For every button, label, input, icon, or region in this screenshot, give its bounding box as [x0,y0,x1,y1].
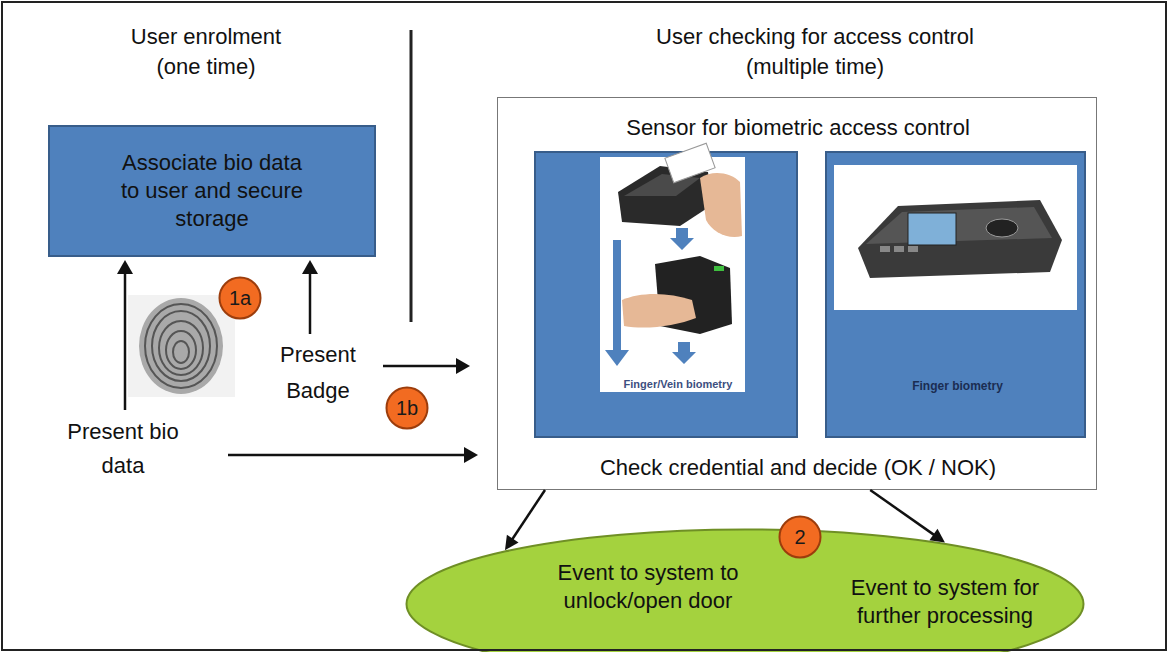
finger-reader-picture [834,165,1077,310]
text-holder: 1b [385,386,429,430]
text-holder: 2 [778,515,822,559]
free-label: User enrolment (one time) [116,22,296,82]
text-holder: Present bio data [53,415,193,483]
callout-circle: 1a [218,276,262,320]
free-label: User checking for access control (multip… [625,22,1005,82]
callout-circle: 1b [385,386,429,430]
node-text: Check credential and decide (OK / NOK) [498,454,1098,482]
fingerprint-image [128,295,235,397]
flow-arrow [505,490,545,550]
section-separator [410,30,413,322]
callout-disc [220,278,261,319]
arrow-line [512,490,545,540]
text-holder: Finger biometry [827,379,1088,394]
callout-number: 2 [794,526,805,548]
node-text: Finger biometry [827,379,1088,394]
flow-arrow [870,490,945,543]
free-label: Present Badge [263,337,373,409]
callout-disc [387,388,428,429]
text-holder: Event to system for further processing [830,574,1060,630]
process-box: Associate bio data to user and secure st… [48,125,376,257]
event-ellipse-fill [407,530,1084,652]
callout-circle: 2 [778,515,822,559]
node-text: Sensor for biometric access control [498,114,1098,142]
text-holder: Sensor for biometric access control [498,114,1098,142]
node-text: Event to system for further processing [830,574,1060,630]
finger-vein-reader-picture [600,143,745,392]
text-holder: User checking for access control (multip… [625,22,1005,82]
text-holder: 1a [218,276,262,320]
text-holder: Event to system to unlock/open door [528,559,768,615]
text-holder: Associate bio data to user and secure st… [50,127,374,255]
node-text: Finger/Vein biometry [598,377,758,391]
text-holder: Check credential and decide (OK / NOK) [498,454,1098,482]
arrow-head [929,529,944,543]
callout-number: 1b [396,397,418,419]
text-holder: Present Badge [263,337,373,409]
free-label: Present bio data [53,415,193,483]
callout-disc [780,517,821,558]
node-text: Associate bio data to user and secure st… [112,149,312,233]
callout-number: 1a [229,287,251,309]
text-holder: Finger/Vein biometry [598,377,758,391]
arrow-head [505,535,519,551]
text-holder: User enrolment (one time) [116,22,296,82]
node-text: Event to system to unlock/open door [528,559,768,615]
arrow-line [870,490,935,536]
